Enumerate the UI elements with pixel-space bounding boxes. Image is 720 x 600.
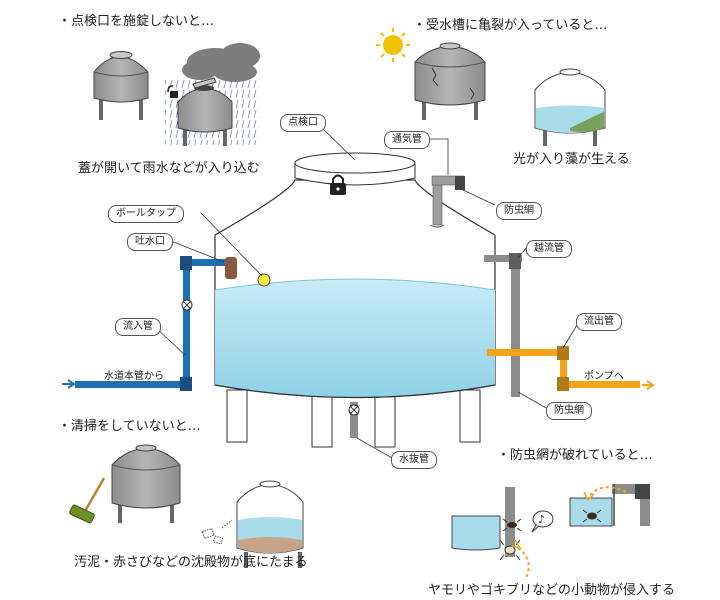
net-section-caption: ヤモリやゴキブリなどの小動物が侵入する [428,583,676,598]
water-surface [214,278,496,291]
to-pump-label: ポンプへ [584,371,624,382]
overflow-pipe [484,253,522,397]
spout [225,257,237,279]
ball-tap-float [257,273,271,287]
ball-tap-label: ボールタップ [108,205,184,223]
gecko-icon [499,539,521,561]
valve-icon [181,299,193,311]
insect-net-bottom-label: 防虫網 [546,402,592,420]
inflow-pipe-label: 流入管 [115,318,161,336]
vent-pipe-label: 通気管 [384,131,430,149]
tank-leg [311,394,333,448]
cleaning-section-heading: ・清掃をしていないと… [58,419,201,434]
leader-lines [153,128,578,459]
lid-vignette [93,43,260,146]
outflow-pipe-label: 流出管 [576,313,622,331]
crack-section-caption: 光が入り藻が生える [513,152,630,167]
open-padlock-icon [167,85,178,98]
bug-icon [582,509,602,523]
spout-label: 吐水口 [127,233,173,251]
inflow-pipe [62,256,237,391]
tank-water [215,279,495,398]
sun-icon [376,28,410,62]
tank-leg [226,389,248,443]
music-note-icon: ♪ [531,510,554,533]
drain-pipe [348,402,360,438]
sediment-icon [201,519,233,545]
cleaning-vignette [69,444,304,568]
tank-roof [214,179,496,236]
cockroach-icon [502,518,522,532]
tank-leg [374,394,396,448]
cloud-icon [182,43,260,82]
insect-net-top-label: 防虫網 [496,202,542,220]
overflow-pipe-label: 越流管 [526,240,572,258]
mains-label: 水道本管から [104,371,164,382]
net-vignette: ♪ [451,484,650,581]
inspection-hatch-lid [294,152,416,174]
outflow-pipe [487,346,655,391]
lid-section-caption: 蓋が開いて雨水などが入り込む [78,161,260,176]
lid-section-heading: ・点検口を施錠しないと… [58,14,215,29]
crack-vignette [376,28,606,146]
crack-section-heading: ・受水槽に亀裂が入っていると… [413,18,608,33]
brush-icon [69,477,106,524]
vent-pipe [429,175,465,228]
cleaning-section-caption: 汚泥・赤さびなどの沈殿物が底にたまる [74,555,308,570]
padlock-icon [330,174,346,195]
tank-leg [459,389,481,443]
main-tank [214,152,496,448]
inspection-hatch-label: 点検口 [280,114,326,132]
net-section-heading: ・防虫網が破れていると… [497,448,653,463]
svg-text:♪: ♪ [538,513,545,526]
drain-pipe-label: 水抜管 [391,451,437,469]
